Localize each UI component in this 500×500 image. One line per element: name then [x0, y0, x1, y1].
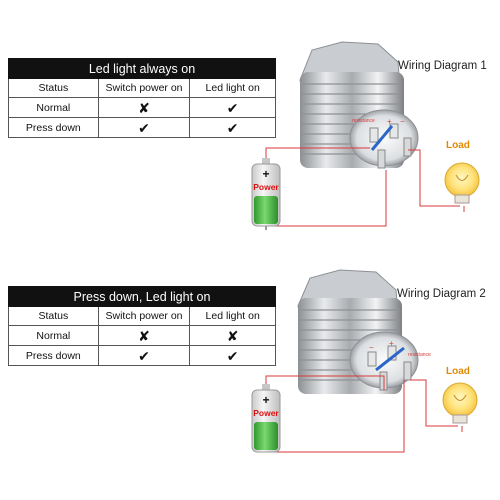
load-label: Load: [446, 140, 470, 151]
light-bulb-icon: [444, 162, 480, 204]
pin-plus-label: +: [389, 339, 394, 348]
col-header-switch-power: Switch power on: [97, 306, 191, 326]
table-title: Press down, Led light on: [8, 286, 276, 307]
switch-power-mark: ✔: [97, 345, 191, 366]
switch-power-mark: ✘: [97, 97, 191, 118]
table-row: Press down ✔ ✔: [8, 345, 276, 366]
col-header-status: Status: [8, 78, 99, 98]
resistance-label: resistance: [352, 118, 375, 124]
battery-plus-label: +: [262, 167, 269, 181]
push-button-switch: [299, 41, 419, 169]
battery: [251, 158, 281, 227]
wiring-panel-2: resistance + − + Power Load Press down, …: [0, 252, 500, 492]
pin-plus-label: +: [387, 117, 392, 126]
col-header-status: Status: [8, 306, 99, 326]
status-cell: Normal: [8, 97, 99, 118]
resistance-label: resistance: [408, 352, 431, 358]
col-header-led-light: Led light on: [189, 78, 276, 98]
battery-power-label: Power: [253, 408, 279, 418]
col-header-switch-power: Switch power on: [97, 78, 191, 98]
table-row: Normal ✘ ✘: [8, 325, 276, 346]
resistor: [370, 125, 394, 151]
wiring-diagram-2-art: resistance + − + Power Load: [251, 269, 478, 453]
led-light-mark: ✔: [189, 117, 276, 138]
diagram-title: Wiring Diagram 2: [397, 288, 486, 300]
resistor: [375, 346, 405, 372]
switch-power-mark: ✘: [97, 325, 191, 346]
battery: [251, 384, 281, 453]
light-bulb-icon: [442, 382, 478, 424]
push-button-switch: [297, 269, 419, 394]
battery-power-label: Power: [253, 182, 279, 192]
wiring-panel-1: resistance + − + Power Load L: [0, 0, 500, 240]
led-light-mark: ✔: [189, 345, 276, 366]
diagram-title: Wiring Diagram 1: [398, 60, 487, 72]
pin-minus-label: −: [400, 117, 405, 126]
switch-power-mark: ✔: [97, 117, 191, 138]
table-title: Led light always on: [8, 58, 276, 79]
led-light-mark: ✔: [189, 97, 276, 118]
pin-minus-label: −: [369, 343, 374, 352]
status-cell: Normal: [8, 325, 99, 346]
table-row: Press down ✔ ✔: [8, 117, 276, 138]
status-cell: Press down: [8, 345, 99, 366]
status-table-2: Press down, Led light on Status Switch p…: [8, 286, 276, 366]
table-row: Normal ✘ ✔: [8, 97, 276, 118]
load-label: Load: [446, 366, 470, 377]
wiring-diagram-1-art: resistance + − + Power Load: [251, 41, 480, 230]
col-header-led-light: Led light on: [189, 306, 276, 326]
led-light-mark: ✘: [189, 325, 276, 346]
battery-plus-label: +: [262, 393, 269, 407]
status-table-1: Led light always on Status Switch power …: [8, 58, 276, 138]
status-cell: Press down: [8, 117, 99, 138]
